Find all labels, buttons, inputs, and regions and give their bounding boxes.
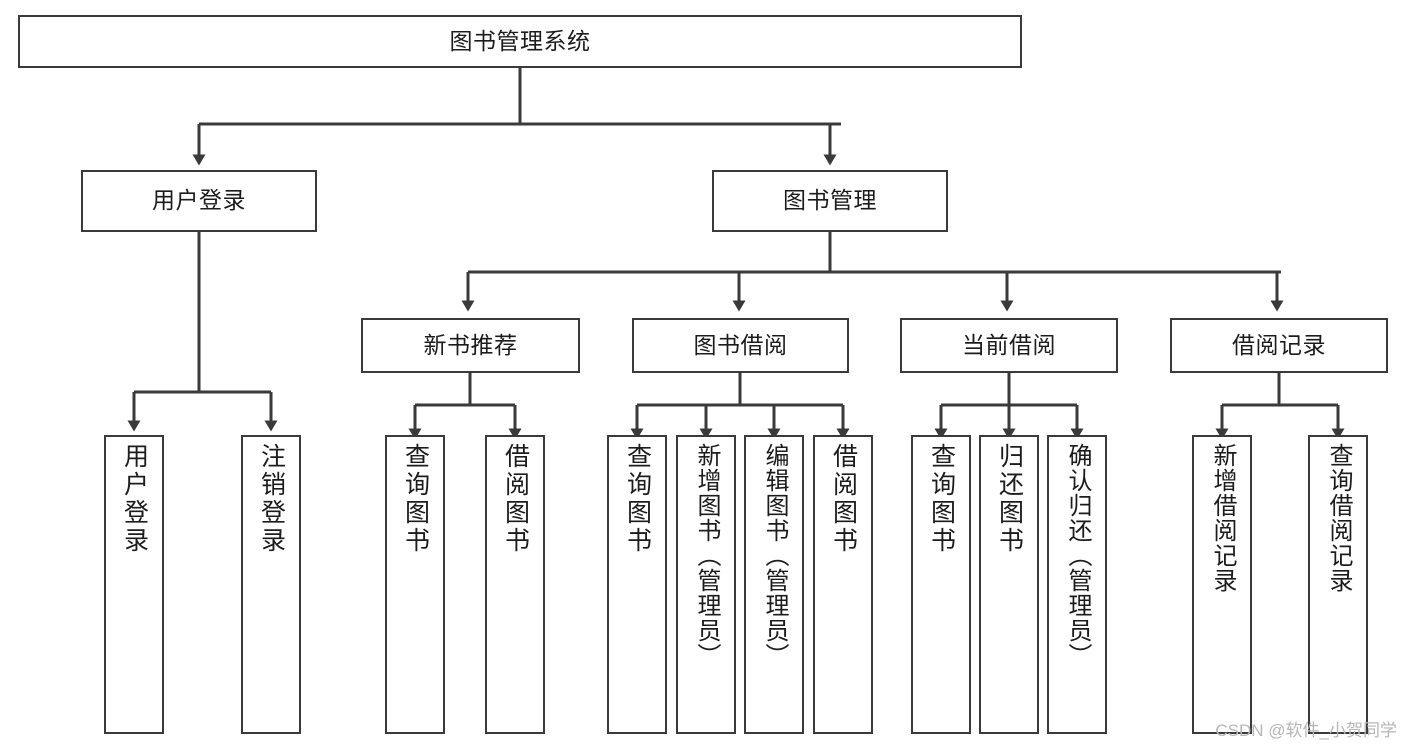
node-label: 借阅记录: [1232, 331, 1326, 358]
node-label: 用户登录: [152, 187, 246, 214]
node-book-borrow[interactable]: 图书借阅: [632, 318, 849, 373]
leaf-records-add-record[interactable]: 新增借阅记录: [1192, 435, 1252, 734]
leaf-user-login-login[interactable]: 用户登录: [104, 435, 164, 734]
node-label: 查询借阅记录: [1325, 443, 1352, 593]
node-label: 当前借阅: [962, 331, 1056, 358]
node-label: 查询图书: [401, 443, 430, 555]
leaf-current-confirm-return-admin[interactable]: 确认归还（管理员）: [1047, 435, 1107, 734]
leaf-new-book-query-book[interactable]: 查询图书: [385, 435, 445, 734]
node-label: 借阅图书: [501, 443, 530, 555]
leaf-borrow-edit-book-admin[interactable]: 编辑图书（管理员）: [744, 435, 804, 734]
node-label: 确认归还（管理员）: [1064, 443, 1091, 668]
node-label: 新增图书（管理员）: [693, 443, 720, 668]
leaf-borrow-add-book-admin[interactable]: 新增图书（管理员）: [676, 435, 736, 734]
node-label: 借阅图书: [829, 443, 858, 555]
node-book-management[interactable]: 图书管理: [712, 170, 948, 232]
csdn-watermark: CSDN @软件_小贺同学: [1215, 721, 1397, 740]
leaf-borrow-borrow-book[interactable]: 借阅图书: [813, 435, 873, 734]
node-new-book-recommendation[interactable]: 新书推荐: [361, 318, 580, 373]
leaf-current-query-book[interactable]: 查询图书: [911, 435, 971, 734]
leaf-records-query-record[interactable]: 查询借阅记录: [1308, 435, 1368, 734]
node-label: 新增借阅记录: [1209, 443, 1236, 593]
leaf-current-return-book[interactable]: 归还图书: [979, 435, 1039, 734]
node-label: 编辑图书（管理员）: [761, 443, 788, 668]
node-label: 用户登录: [120, 443, 149, 555]
node-label: 注销登录: [257, 443, 286, 555]
leaf-new-book-borrow-book[interactable]: 借阅图书: [485, 435, 545, 734]
node-label: 查询图书: [623, 443, 652, 555]
node-user-login[interactable]: 用户登录: [81, 170, 317, 232]
leaf-user-login-logout[interactable]: 注销登录: [241, 435, 301, 734]
node-label: 图书管理系统: [449, 27, 591, 54]
node-root-book-management-system[interactable]: 图书管理系统: [18, 15, 1022, 68]
node-label: 图书借阅: [693, 331, 788, 358]
leaf-borrow-query-book[interactable]: 查询图书: [607, 435, 667, 734]
node-label: 图书管理: [783, 187, 877, 214]
node-current-borrow[interactable]: 当前借阅: [900, 318, 1118, 373]
node-label: 新书推荐: [423, 331, 518, 358]
node-borrow-records[interactable]: 借阅记录: [1170, 318, 1388, 373]
node-label: 查询图书: [927, 443, 956, 555]
node-label: 归还图书: [995, 443, 1024, 555]
